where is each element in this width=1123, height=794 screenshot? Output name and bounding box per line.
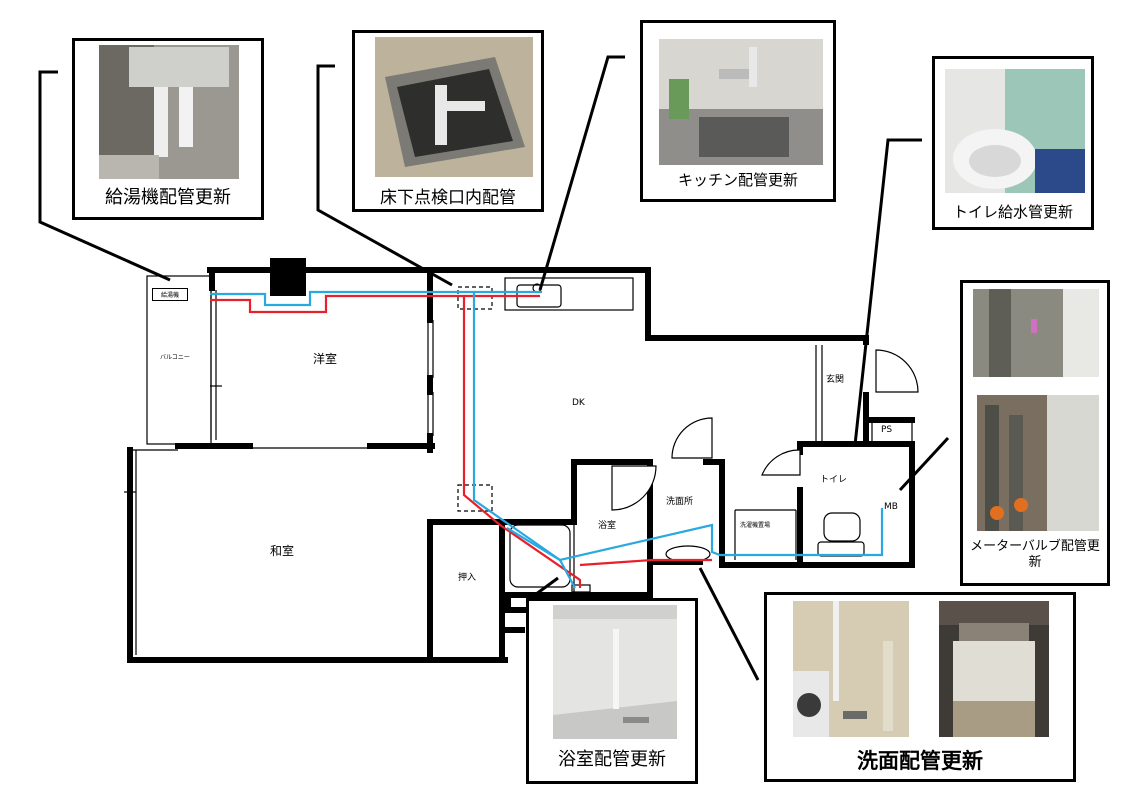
- callout-bath: 浴室配管更新: [526, 598, 698, 784]
- callout-underfloor-hatch: 床下点検口内配管: [352, 30, 544, 212]
- bathroom-label: 浴室: [598, 521, 617, 531]
- wash-photo-left: [793, 601, 909, 737]
- leader-line-underfloor: [316, 64, 453, 287]
- cold-water-pipe-bath: [506, 527, 576, 589]
- pipes: [210, 290, 884, 589]
- closet-label: 押入: [458, 573, 477, 583]
- kitchen-caption: キッチン配管更新: [677, 171, 798, 189]
- hot-water-pipe-wash: [579, 558, 712, 567]
- japanese-room-label: 和室: [270, 544, 295, 558]
- water-heater-caption: 給湯機配管更新: [105, 187, 231, 208]
- underfloor-caption: 床下点検口内配管: [380, 188, 516, 208]
- entrance-label: 玄関: [826, 375, 845, 385]
- dk-label: DK: [572, 398, 585, 408]
- callout-water-heater: 給湯機配管更新: [72, 38, 264, 220]
- wash-photo-right: [939, 601, 1049, 737]
- balcony-label: バルコニー: [160, 354, 190, 361]
- water-heater-label: 給湯機: [152, 288, 189, 301]
- bath-photo: [553, 605, 677, 739]
- leader-line-wash: [698, 567, 760, 681]
- callout-meter-valve: メーターバルブ配管更新: [960, 280, 1110, 586]
- leader-line-meter: [898, 436, 950, 492]
- western-room-label: 洋室: [313, 352, 338, 366]
- callout-kitchen: キッチン配管更新: [640, 20, 836, 202]
- underfloor-photo: [375, 37, 533, 177]
- kitchen-photo: [659, 39, 823, 165]
- washroom-label: 洗面所: [666, 497, 694, 507]
- callout-wash: 洗面配管更新: [764, 592, 1076, 782]
- water-heater-photo: [99, 45, 239, 179]
- meter-photo-top: [973, 289, 1099, 377]
- leader-line-water-heater: [38, 70, 171, 282]
- toilet-caption: トイレ給水管更新: [952, 203, 1073, 221]
- callout-toilet: トイレ給水管更新: [932, 56, 1094, 230]
- toilet-photo: [945, 69, 1085, 193]
- cold-water-pipe: [210, 290, 884, 562]
- mb-label: MB: [884, 502, 898, 512]
- bath-caption: 浴室配管更新: [558, 749, 666, 770]
- toilet-label: トイレ: [820, 475, 848, 485]
- meter-caption: メーターバルブ配管更新: [970, 539, 1100, 570]
- ps-label: PS: [881, 425, 893, 435]
- wash-caption: 洗面配管更新: [857, 749, 983, 773]
- washer-space-label: 洗濯機置場: [740, 522, 771, 529]
- leader-line-kitchen: [538, 55, 625, 291]
- hot-water-pipe: [210, 294, 582, 588]
- meter-photo-bottom: [977, 395, 1099, 531]
